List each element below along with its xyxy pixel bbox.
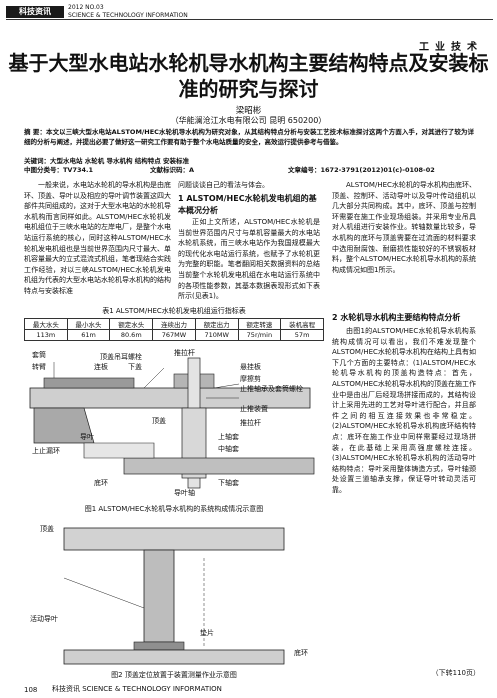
fig1-label: 顶盖 bbox=[152, 417, 166, 425]
fig1-label: 止推轴承及套筒螺栓 bbox=[240, 385, 303, 393]
article-number: 文章编号：1672-3791(2012)01(c)-0108-02 bbox=[288, 166, 435, 174]
fig1-label: 顶盖吊耳螺栓 bbox=[100, 353, 142, 361]
figure1-drawing bbox=[29, 357, 315, 489]
journal-english-name: SCIENCE & TECHNOLOGY INFORMATION bbox=[68, 12, 188, 19]
table1-header: 额定水头 bbox=[109, 318, 154, 330]
table1-cell: 80.6m bbox=[109, 329, 154, 341]
figure2-drawing bbox=[63, 527, 285, 665]
figure1-caption: 图1 ALSTOM/HEC水轮机导水机构的系统构成情况示意图 bbox=[84, 505, 264, 513]
fig2-label: 顶盖 bbox=[40, 525, 54, 533]
section-tag: 工业技术 bbox=[419, 42, 483, 53]
section2-heading: 2 水轮机导水机构主要结构特点分析 bbox=[332, 313, 461, 322]
fig1-label: 底环 bbox=[94, 479, 108, 487]
continued-note: （下转110页） bbox=[431, 669, 480, 677]
section1-heading: 1 ALSTOM/HEC水轮机发电机组的基本概况分析 bbox=[178, 194, 317, 215]
page-number: 108 bbox=[24, 686, 38, 694]
fig2-label: 垫片 bbox=[200, 629, 214, 637]
issue-number: 2012 NO.03 bbox=[68, 4, 104, 11]
figure1: 套筒 顶盖吊耳螺栓 推拉杆 转臂 连板 下盖 悬挂板 摩擦剪 止推轴承及套筒螺栓… bbox=[24, 348, 324, 502]
column3-text2: 由图1的ALSTOM/HEC水轮机导水机构系统构成情况可以看出，我们不难发现整个… bbox=[332, 327, 476, 494]
fig1-label: 导叶轴 bbox=[174, 489, 195, 497]
classification-number: 中图分类号：TV734.1 bbox=[24, 166, 94, 174]
figure2-caption: 图2 顶盖定位放置于装置测量作业示意图 bbox=[111, 671, 237, 679]
article-title-line1: 基于大型水电站水轮机导水机构主要结构特点及安装标 bbox=[8, 51, 489, 75]
fig1-label: 下轴套 bbox=[218, 479, 239, 487]
fig1-label: 连板 bbox=[94, 363, 108, 371]
column3-text1: ALSTOM/HEC水轮机的导水机构由底环、顶盖、控制环、活动导叶以及导叶传动组… bbox=[332, 181, 476, 274]
keywords: 关键词：大型水电站 水轮机 导水机构 结构特点 安装标准 bbox=[24, 157, 190, 165]
issue-info: 2012 NO.03 SCIENCE & TECHNOLOGY INFORMAT… bbox=[68, 4, 188, 20]
column2-intro: 问题谈谈自己的看法与体会。 bbox=[178, 181, 269, 189]
table1-header: 连续出力 bbox=[152, 318, 196, 330]
fig1-label: 上轴套 bbox=[218, 433, 239, 441]
table1-value-row: 113m 61m 80.6m 767MW 710MW 75r/min 57m bbox=[24, 329, 324, 341]
article-title-line2: 准的研究与探讨 bbox=[178, 77, 319, 101]
fig1-label: 转臂 bbox=[32, 363, 46, 371]
fig2-label: 活动导叶 bbox=[30, 615, 58, 623]
table1-cell: 710MW bbox=[194, 329, 239, 341]
table1-header: 最小水头 bbox=[66, 318, 111, 330]
fig1-label: 推拉杆 bbox=[240, 419, 261, 427]
section1-text: 正如上文所述，ALSTOM/HEC水轮机是当前世界范围内尺寸与单机容量最大的水电… bbox=[178, 218, 320, 301]
table1-cell: 113m bbox=[24, 329, 68, 341]
table1: 最大水头 最小水头 额定水头 连续出力 额定出力 额定转速 装机高程 113m … bbox=[24, 318, 324, 341]
fig2-label: 底环 bbox=[294, 649, 308, 657]
fig1-label: 推拉杆 bbox=[174, 349, 195, 357]
column1-intro: 一般来说，水电站水轮机的导水机构是由底环、顶盖、导叶以及相应的导叶调节装置这四大… bbox=[24, 181, 171, 295]
document-code: 文献标识码：A bbox=[150, 166, 195, 174]
fig1-label: 中轴套 bbox=[218, 445, 239, 453]
fig1-label: 止推装置 bbox=[240, 405, 268, 413]
abstract: 摘 要：本文以三峡大型水电站ALSTOM/HEC水轮机导水机构为研究对象，从其结… bbox=[24, 128, 474, 146]
fig1-label: 套筒 bbox=[32, 351, 46, 359]
fig1-label: 悬挂板 bbox=[240, 363, 261, 371]
fig1-label: 下盖 bbox=[128, 363, 142, 371]
fig1-label: 上止漏环 bbox=[32, 447, 60, 455]
table1-header: 额定出力 bbox=[194, 318, 239, 330]
footer-journal: 科技资讯 SCIENCE & TECHNOLOGY INFORMATION bbox=[52, 685, 222, 693]
table1-caption: 表1 ALSTOM/HEC水轮机发电机组运行指标表 bbox=[102, 307, 246, 315]
table1-header-row: 最大水头 最小水头 额定水头 连续出力 额定出力 额定转速 装机高程 bbox=[24, 318, 324, 330]
table1-cell: 57m bbox=[280, 329, 324, 341]
table1-header: 额定转速 bbox=[237, 318, 282, 330]
fig1-label: 导叶 bbox=[80, 433, 94, 441]
journal-brand-bar: 科技资讯 bbox=[6, 6, 64, 18]
table1-header: 装机高程 bbox=[280, 318, 324, 330]
table1-cell: 61m bbox=[66, 329, 111, 341]
fig1-label: 摩擦剪 bbox=[240, 375, 261, 383]
table1-cell: 75r/min bbox=[237, 329, 282, 341]
table1-header: 最大水头 bbox=[24, 318, 68, 330]
table1-cell: 767MW bbox=[152, 329, 196, 341]
author-name: 梁昭彬 bbox=[235, 106, 262, 116]
figure2: 顶盖 活动导叶 垫片 底环 bbox=[24, 518, 324, 668]
header-rule bbox=[6, 19, 493, 20]
author-affiliation: （华能澜沧江水电有限公司 昆明 650200） bbox=[170, 116, 327, 125]
